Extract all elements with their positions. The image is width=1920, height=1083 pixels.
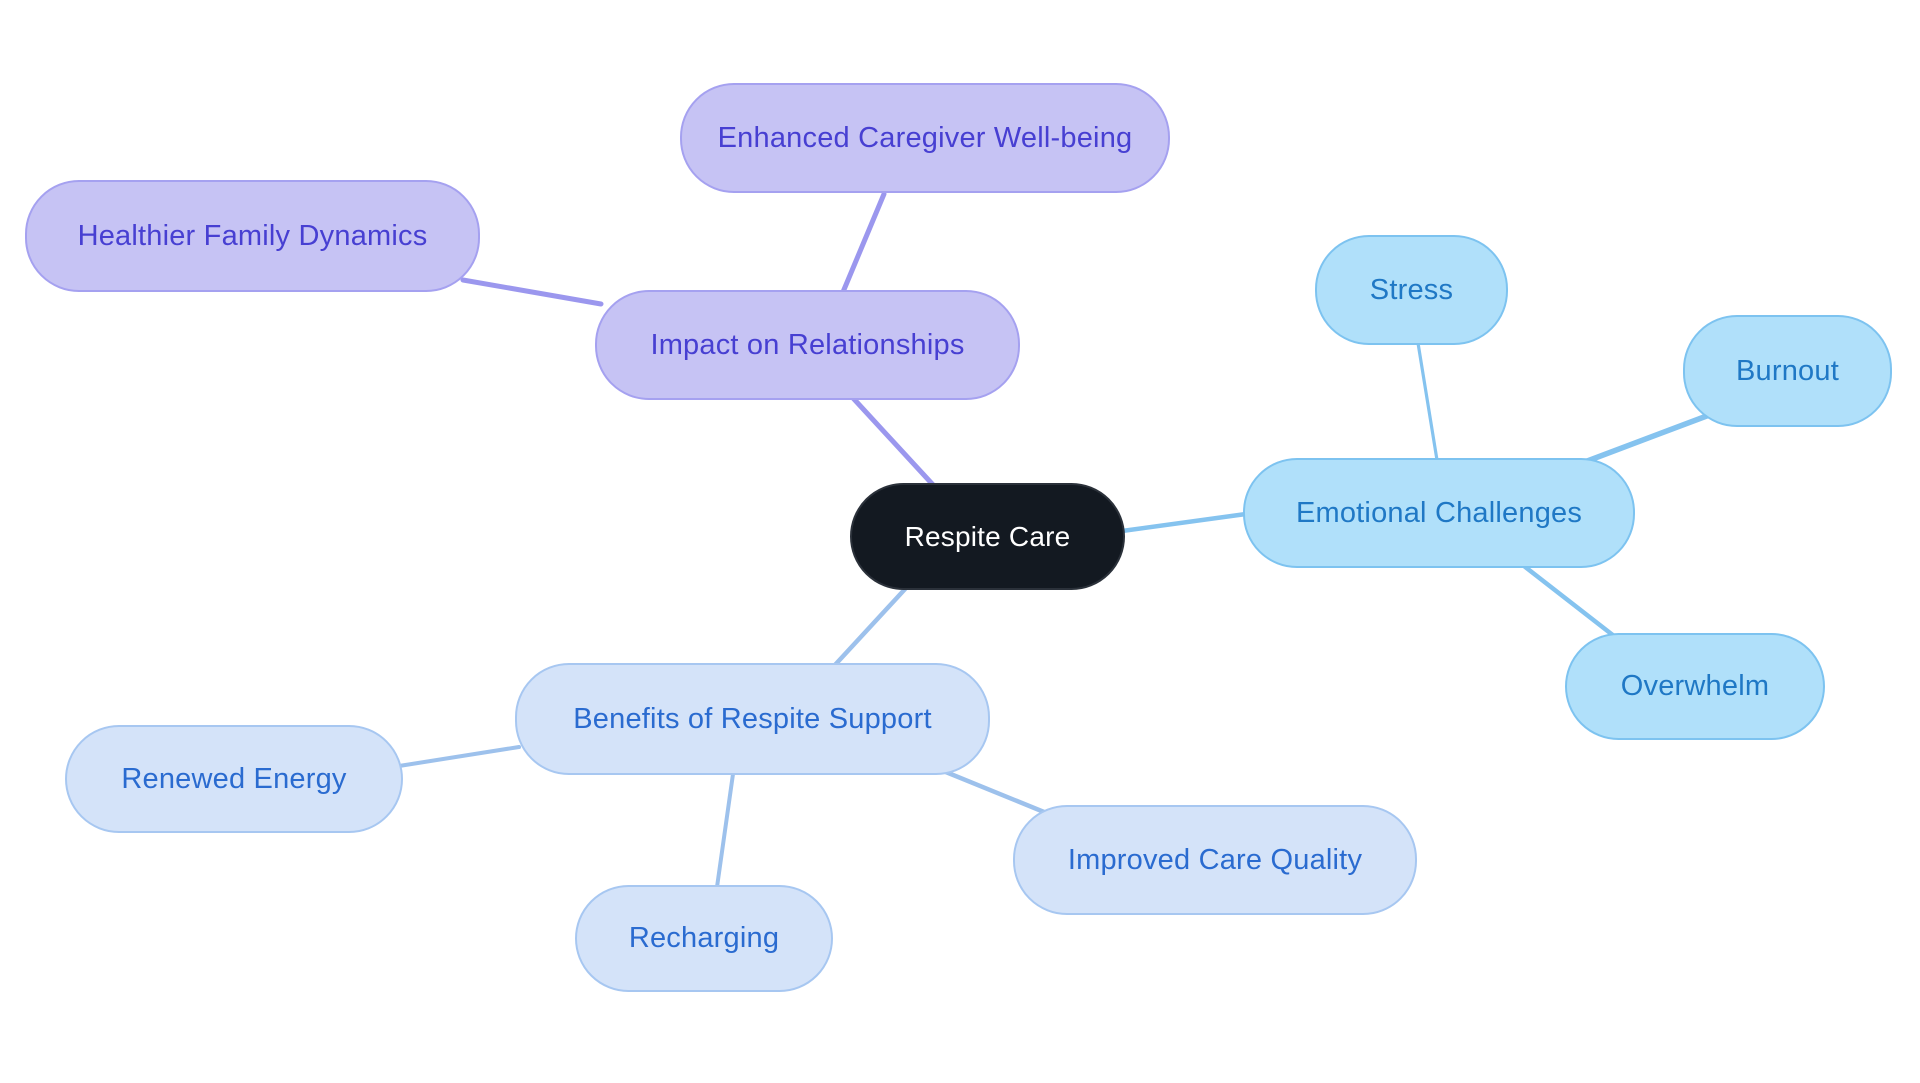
node-label: Respite Care bbox=[904, 520, 1071, 552]
edge-emotional-overwhelm bbox=[1521, 563, 1617, 639]
edge-benefits-recharging bbox=[715, 772, 735, 889]
node-recharging[interactable]: Recharging bbox=[575, 885, 833, 992]
node-overwhelm[interactable]: Overwhelm bbox=[1565, 633, 1825, 740]
node-respite-care-center[interactable]: Respite Care bbox=[850, 483, 1125, 590]
node-label: Renewed Energy bbox=[121, 762, 347, 795]
edge-emotional-burnout bbox=[1579, 411, 1715, 466]
node-emotional-challenges[interactable]: Emotional Challenges bbox=[1243, 458, 1635, 568]
node-label: Impact on Relationships bbox=[650, 328, 965, 361]
edge-respite-emotional bbox=[1119, 511, 1249, 534]
node-label: Benefits of Respite Support bbox=[573, 702, 932, 735]
node-stress[interactable]: Stress bbox=[1315, 235, 1508, 345]
node-renewed-energy[interactable]: Renewed Energy bbox=[65, 725, 403, 833]
edge-impact-healthier bbox=[460, 277, 604, 307]
edge-benefits-renewed bbox=[397, 745, 521, 768]
node-label: Emotional Challenges bbox=[1295, 496, 1583, 529]
edge-benefits-improved bbox=[933, 765, 1047, 815]
node-label: Recharging bbox=[628, 922, 780, 954]
node-label: Enhanced Caregiver Well-being bbox=[717, 121, 1133, 154]
node-label: Healthier Family Dynamics bbox=[77, 219, 428, 252]
node-benefits-of-respite-support[interactable]: Benefits of Respite Support bbox=[515, 663, 990, 775]
edge-impact-enhanced bbox=[840, 191, 887, 295]
edge-emotional-stress bbox=[1416, 341, 1439, 462]
edge-respite-benefits bbox=[831, 585, 909, 669]
node-impact-on-relationships[interactable]: Impact on Relationships bbox=[595, 290, 1020, 400]
node-label: Improved Care Quality bbox=[1067, 843, 1363, 876]
node-enhanced-caregiver-well-being[interactable]: Enhanced Caregiver Well-being bbox=[680, 83, 1170, 193]
node-label: Stress bbox=[1369, 273, 1454, 306]
node-burnout[interactable]: Burnout bbox=[1683, 315, 1892, 427]
node-improved-care-quality[interactable]: Improved Care Quality bbox=[1013, 805, 1417, 915]
node-label: Burnout bbox=[1736, 354, 1839, 387]
node-healthier-family-dynamics[interactable]: Healthier Family Dynamics bbox=[25, 180, 480, 292]
edge-respite-impact bbox=[850, 395, 938, 490]
node-label: Overwhelm bbox=[1620, 670, 1770, 702]
